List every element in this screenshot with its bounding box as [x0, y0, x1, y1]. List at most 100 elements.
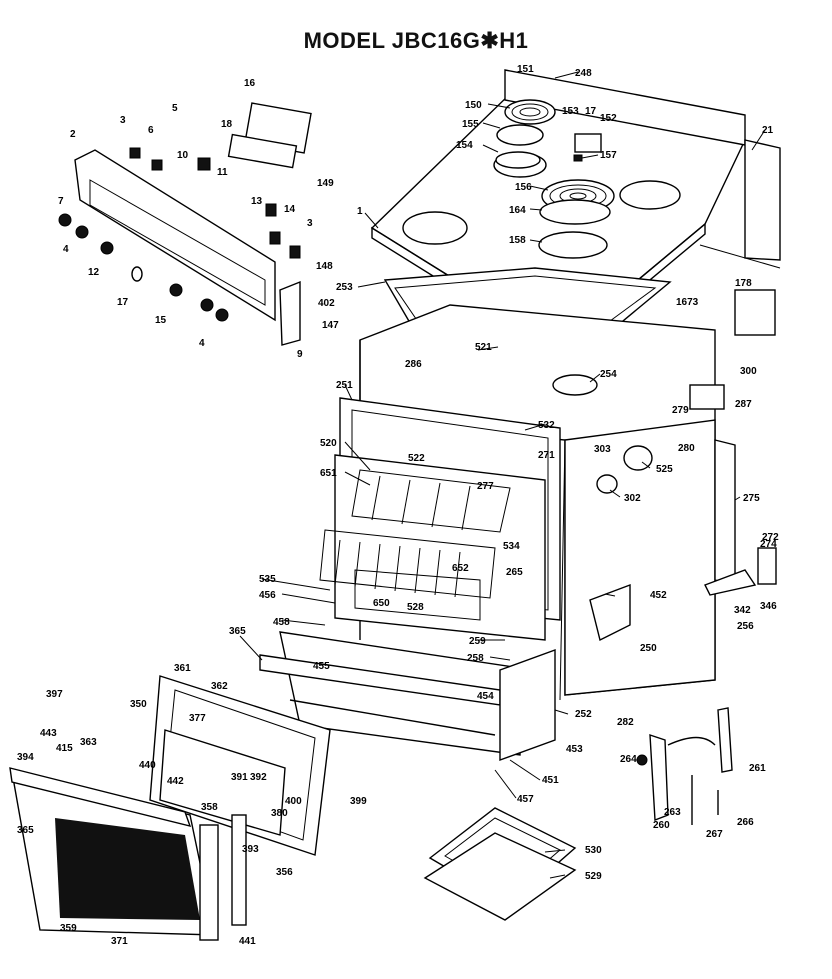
part-label: 451: [542, 775, 559, 786]
part-label: 458: [273, 617, 290, 628]
part-label: 5: [172, 103, 178, 114]
part-label: 155: [462, 119, 479, 130]
part-label: 264: [620, 754, 637, 765]
part-label: 520: [320, 438, 337, 449]
part-label: 3: [120, 115, 126, 126]
part-label: 15: [155, 315, 167, 326]
part-label: 277: [477, 481, 494, 492]
part-label: 454: [477, 691, 494, 702]
part-label: 452: [650, 590, 667, 601]
part-label: 529: [585, 871, 602, 882]
oven-racks: [319, 469, 511, 621]
part-label: 17: [585, 106, 597, 117]
part-label: 21: [762, 125, 774, 136]
surface-elements: [495, 99, 615, 259]
part-label: 393: [242, 844, 259, 855]
part-label: 17: [117, 297, 129, 308]
part-label: 178: [735, 278, 752, 289]
part-label: 18: [221, 119, 233, 130]
part-label: 394: [17, 752, 34, 763]
part-label: 4: [199, 338, 205, 349]
part-label: 263: [664, 807, 681, 818]
part-label: 274: [760, 539, 777, 550]
part-label: 359: [60, 923, 77, 934]
part-label: 371: [111, 936, 128, 947]
part-label: 265: [506, 567, 523, 578]
part-label: 365: [17, 825, 34, 836]
part-label: 164: [509, 205, 526, 216]
part-label: 254: [600, 369, 617, 380]
part-label: 12: [88, 267, 100, 278]
storage-drawer: [259, 631, 556, 761]
part-label: 252: [575, 709, 592, 720]
part-label: 150: [465, 100, 482, 111]
part-label: 279: [672, 405, 689, 416]
part-label: 2: [70, 129, 76, 140]
part-label: 148: [316, 261, 333, 272]
part-label: 282: [617, 717, 634, 728]
part-label: 253: [336, 282, 353, 293]
part-label: 651: [320, 468, 337, 479]
part-label: 399: [350, 796, 367, 807]
part-label: 153: [562, 106, 579, 117]
part-label: 151: [517, 64, 534, 75]
part-label: 10: [177, 150, 189, 161]
part-label: 456: [259, 590, 276, 601]
part-label: 453: [566, 744, 583, 755]
part-label: 272: [762, 532, 779, 543]
backsplash: [504, 69, 781, 269]
part-label: 528: [407, 602, 424, 613]
part-label: 156: [515, 182, 532, 193]
part-label: 287: [735, 399, 752, 410]
part-label: 11: [217, 167, 228, 178]
part-label: 275: [743, 493, 760, 504]
part-label: 391: [231, 772, 248, 783]
part-labels: 248 151 150 153 17 152 155 154 157 156 1…: [17, 64, 779, 947]
part-label: 415: [56, 743, 73, 754]
part-label: 260: [653, 820, 670, 831]
part-label: 534: [503, 541, 520, 552]
part-label: 380: [271, 808, 288, 819]
part-label: 350: [130, 699, 147, 710]
part-label: 1: [357, 206, 363, 217]
part-label: 356: [276, 867, 293, 878]
part-label: 271: [538, 450, 555, 461]
part-label: 266: [737, 817, 754, 828]
part-label: 392: [250, 772, 267, 783]
part-label: 261: [749, 763, 766, 774]
part-label: 259: [469, 636, 486, 647]
control-panel: [58, 102, 312, 346]
part-label: 442: [167, 776, 184, 787]
part-label: 6: [148, 125, 154, 136]
leader-lines: [239, 71, 766, 879]
part-label: 16: [244, 78, 256, 89]
part-label: 365: [229, 626, 246, 637]
part-label: 402: [318, 298, 335, 309]
broiler-pan: [423, 807, 577, 921]
part-label: 267: [706, 829, 723, 840]
part-label: 1673: [676, 297, 699, 308]
part-label: 521: [475, 342, 492, 353]
part-label: 358: [201, 802, 218, 813]
part-label: 7: [58, 196, 64, 207]
part-label: 650: [373, 598, 390, 609]
oven-door: [9, 675, 331, 941]
part-label: 535: [259, 574, 276, 585]
part-label: 522: [408, 453, 425, 464]
part-label: 362: [211, 681, 228, 692]
part-label: 441: [239, 936, 256, 947]
part-label: 154: [456, 140, 473, 151]
model-title: MODEL JBC16G✱H1: [303, 28, 529, 53]
part-label: 300: [740, 366, 757, 377]
part-label: 147: [322, 320, 339, 331]
part-label: 443: [40, 728, 57, 739]
part-label: 455: [313, 661, 330, 672]
part-label: 9: [297, 349, 303, 360]
part-label: 280: [678, 443, 695, 454]
part-label: 397: [46, 689, 63, 700]
part-label: 248: [575, 68, 592, 79]
part-label: 158: [509, 235, 526, 246]
part-label: 457: [517, 794, 534, 805]
part-label: 530: [585, 845, 602, 856]
